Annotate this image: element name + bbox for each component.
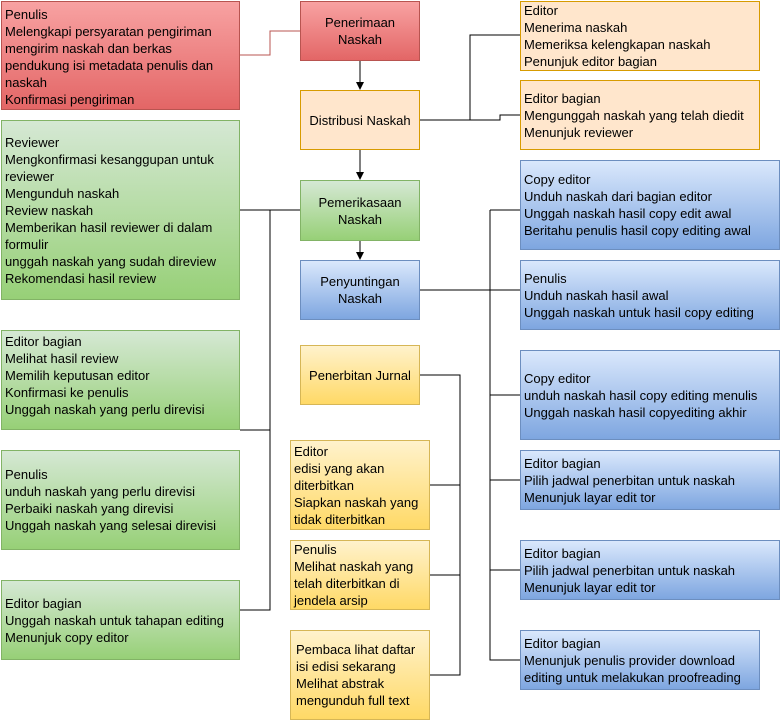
node-penulis-pengiriman: Penulis Melengkapi persyaratan pengirima… xyxy=(1,1,240,110)
node-editor-bagian-jadwal-2: Editor bagian Pilih jadwal penerbitan un… xyxy=(520,540,780,600)
node-distribusi-naskah: Distribusi Naskah xyxy=(300,90,420,150)
node-penulis-copy-editing: Penulis Unduh naskah hasil awal Unggah n… xyxy=(520,260,780,330)
node-editor-bagian-editing: Editor bagian Unggah naskah untuk tahapa… xyxy=(1,580,240,660)
node-pembaca: Pembaca lihat daftar isi edisi sekarang … xyxy=(290,630,430,720)
connector-penyuntingan-right xyxy=(420,289,520,661)
node-reviewer: Reviewer Mengkonfirmasi kesanggupan untu… xyxy=(1,120,240,300)
connector-pemeriksaan-left xyxy=(240,209,300,611)
connector-penulis-penerimaan xyxy=(240,30,300,56)
node-editor-bagian-jadwal-1: Editor bagian Pilih jadwal penerbitan un… xyxy=(520,450,780,510)
node-editor-bagian-reviewer: Editor bagian Mengunggah naskah yang tel… xyxy=(520,80,760,150)
node-editor-edisi: Editor edisi yang akan diterbitkan Siapk… xyxy=(290,440,430,530)
node-penulis-arsip: Penulis Melihat naskah yang telah diterb… xyxy=(290,540,430,610)
node-penerimaan-naskah: Penerimaan Naskah xyxy=(300,1,420,61)
node-pemeriksaan-naskah: Pemerikasaan Naskah xyxy=(300,180,420,241)
connector-distribusi-editor-bagian xyxy=(470,114,520,121)
node-editor: Editor Menerima naskah Memeriksa kelengk… xyxy=(520,1,760,71)
node-penulis-revisi: Penulis unduh naskah yang perlu direvisi… xyxy=(1,450,240,550)
connector-distribusi-editor xyxy=(420,34,520,121)
node-copy-editor-akhir: Copy editor unduh naskah hasil copy edit… xyxy=(520,350,780,440)
node-editor-bagian-proofreading: Editor bagian Menunjuk penulis provider … xyxy=(520,630,760,690)
node-editor-bagian-review: Editor bagian Melihat hasil review Memil… xyxy=(1,330,240,430)
node-penyuntingan-naskah: Penyuntingan Naskah xyxy=(300,260,420,320)
node-penerbitan-jurnal: Penerbitan Jurnal xyxy=(300,345,420,405)
node-copy-editor-awal: Copy editor Unduh naskah dari bagian edi… xyxy=(520,160,780,250)
connector-penerbitan-right xyxy=(420,374,461,676)
